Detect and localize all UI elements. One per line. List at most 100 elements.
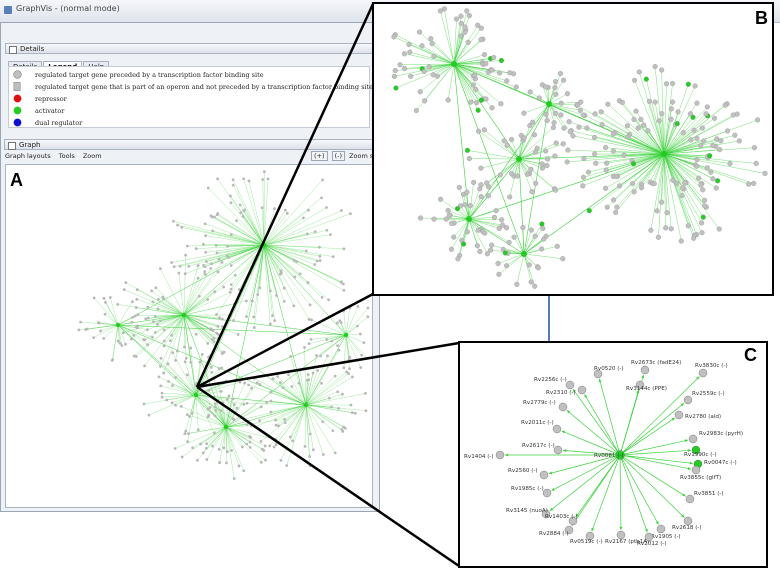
gene-node[interactable] [531,132,537,138]
gene-node[interactable] [265,401,269,404]
gene-node[interactable] [449,220,455,227]
gene-node[interactable] [564,525,574,535]
gene-node[interactable] [495,260,501,267]
gene-node[interactable] [230,449,233,452]
gene-node[interactable] [727,160,733,167]
zoom-select-label[interactable]: Zoom selec [349,152,387,160]
gene-node[interactable] [558,402,568,412]
gene-node[interactable] [533,180,539,186]
gene-node[interactable] [603,145,609,151]
gene-node[interactable] [474,243,480,249]
gene-node[interactable] [475,227,481,233]
gene-node[interactable] [542,488,552,498]
gene-node[interactable] [258,383,262,386]
gene-node[interactable] [308,432,312,436]
gene-node[interactable] [621,152,627,158]
gene-node[interactable] [262,448,266,452]
gene-node[interactable] [171,219,175,223]
gene-node[interactable] [508,136,515,143]
gene-node[interactable] [305,232,309,236]
gene-node[interactable] [292,258,296,262]
gene-node[interactable] [592,111,598,117]
gene-node[interactable] [565,380,575,390]
gene-node[interactable] [225,254,229,258]
gene-node[interactable] [694,163,700,169]
gene-node[interactable] [130,337,133,341]
gene-node[interactable] [271,377,275,381]
gene-node[interactable] [302,216,305,220]
gene-node[interactable] [283,421,287,425]
gene-node[interactable] [240,445,244,449]
gene-node[interactable] [631,77,638,83]
gene-node[interactable] [659,67,665,73]
gene-node[interactable] [625,134,631,140]
gene-node[interactable] [99,329,103,333]
gene-node[interactable] [474,100,480,106]
gene-node[interactable] [162,297,165,301]
gene-node[interactable] [233,273,237,277]
gene-node[interactable] [678,238,684,244]
gene-node[interactable] [419,43,425,49]
gene-node[interactable] [215,213,219,217]
gene-node[interactable] [347,372,350,375]
gene-node[interactable] [316,369,320,372]
gene-node[interactable] [703,111,709,117]
gene-node[interactable] [131,300,134,304]
gene-node[interactable] [259,439,263,443]
gene-node[interactable] [229,233,233,236]
gene-node[interactable] [484,180,490,186]
gene-node[interactable] [177,271,181,275]
gene-node[interactable] [85,327,89,331]
gene-node[interactable] [558,100,564,106]
gene-node[interactable] [466,13,472,19]
gene-node[interactable] [527,123,533,129]
gene-node[interactable] [210,262,213,266]
gene-node[interactable] [544,162,550,169]
gene-node[interactable] [524,171,530,177]
gene-node[interactable] [456,184,462,191]
gene-node[interactable] [545,156,551,162]
gene-node[interactable] [478,165,484,171]
gene-node[interactable] [567,129,573,135]
gene-node[interactable] [259,405,263,409]
gene-node[interactable] [710,143,716,149]
gene-node[interactable] [150,289,154,293]
gene-node[interactable] [468,99,474,105]
gene-node[interactable] [206,186,210,190]
gene-node[interactable] [239,211,243,215]
gene-node[interactable] [166,362,170,366]
gene-node[interactable] [535,265,541,271]
gene-node[interactable] [228,290,232,294]
gene-node[interactable] [183,272,187,276]
gene-node[interactable] [189,346,193,350]
gene-node[interactable] [214,243,218,247]
gene-node[interactable] [570,133,576,139]
gene-node[interactable] [553,91,559,97]
gene-node[interactable] [232,319,235,322]
gene-node[interactable] [313,263,317,266]
gene-node[interactable] [699,125,705,131]
regulator-node[interactable] [193,392,199,398]
gene-node[interactable] [315,259,319,263]
gene-node[interactable] [491,55,497,61]
gene-node[interactable] [156,307,160,311]
gene-node[interactable] [448,246,455,252]
gene-node[interactable] [593,160,599,166]
gene-node[interactable] [279,459,283,462]
gene-node[interactable] [614,204,620,210]
gene-node[interactable] [674,410,684,420]
gene-node[interactable] [321,453,325,456]
gene-node[interactable] [242,177,246,181]
gene-node[interactable] [241,215,245,218]
gene-node[interactable] [184,253,188,257]
gene-node[interactable] [465,39,471,45]
gene-node[interactable] [611,197,617,203]
gene-node[interactable] [476,128,482,134]
gene-node[interactable] [168,339,172,343]
gene-node[interactable] [557,71,563,77]
regulator-node[interactable] [466,216,472,222]
gene-node[interactable] [539,246,545,252]
gene-node[interactable] [554,243,560,249]
gene-node[interactable] [273,319,277,322]
gene-node[interactable] [165,398,169,402]
